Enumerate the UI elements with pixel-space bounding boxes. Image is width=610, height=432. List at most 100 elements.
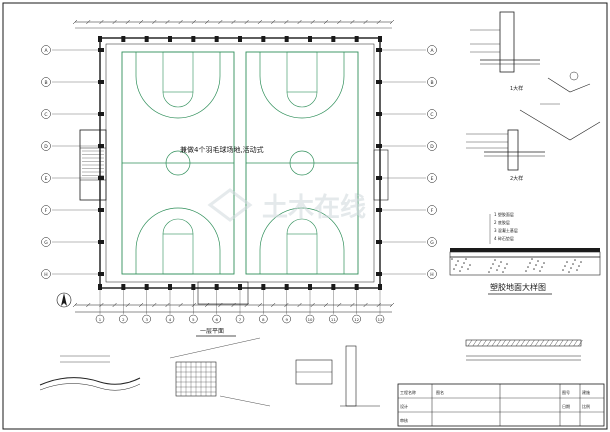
axis-bubble (427, 77, 437, 87)
axis-bubble (212, 314, 221, 324)
axis-label: G (430, 240, 434, 246)
svg-text:工程名称: 工程名称 (400, 389, 416, 395)
axis-bubble (427, 109, 437, 119)
axis-label: 12 (354, 317, 359, 322)
axis-bubble (282, 314, 291, 324)
svg-text:2大样: 2大样 (510, 175, 523, 182)
basketball-court-left (121, 51, 235, 275)
axis-label: F (431, 208, 434, 214)
axis-label: C (430, 112, 433, 118)
watermark: 土木在线 (207, 188, 366, 223)
axis-bubble (41, 45, 51, 55)
axis-label: 1 (99, 317, 102, 322)
top-dimension-ticks (72, 19, 395, 25)
axis-label: 6 (215, 317, 218, 322)
detail-2: 2大样 (466, 129, 545, 182)
axis-bubble (352, 314, 361, 324)
axis-label: 9 (285, 317, 288, 322)
floor-section: 塑胶地面大样图 (449, 248, 601, 295)
axis-label: 11 (331, 317, 336, 322)
axis-label: E (45, 176, 48, 182)
title-block: 工程名称 图名 设计 审核 图号 日期 建施 比例 (397, 383, 605, 427)
axis-bubble (259, 314, 268, 324)
plan-title: 一层平面 (200, 328, 224, 335)
floor-detail-title: 塑胶地面大样图 (490, 282, 546, 292)
svg-text:设计: 设计 (400, 403, 408, 409)
layer-notes: 1 塑胶面层 2 底胶层 3 混凝土基层 4 碎石垫层 (489, 211, 518, 244)
axis-bubble (235, 314, 245, 324)
detail-drain (295, 359, 333, 385)
axis-label: B (44, 80, 47, 86)
axis-label: C (44, 112, 47, 118)
axis-label: 5 (192, 317, 195, 322)
svg-text:日期: 日期 (562, 403, 570, 409)
svg-text:审核: 审核 (400, 417, 408, 423)
axis-label: H (44, 272, 47, 278)
axis-bubble (427, 45, 437, 55)
detail-column (340, 345, 380, 407)
axis-label: A (430, 48, 434, 54)
svg-text:比例: 比例 (582, 403, 590, 409)
axis-bubble (165, 314, 175, 324)
axis-label: E (431, 176, 434, 182)
axis-label: A (44, 48, 48, 54)
axis-label: 7 (239, 317, 242, 322)
entrance (197, 281, 249, 305)
axis-label: F (45, 208, 48, 214)
north-arrow-icon (56, 292, 72, 308)
detail-grid (169, 337, 271, 407)
axis-label: G (44, 240, 48, 246)
axis-bubble (41, 141, 51, 151)
axis-bubble (427, 173, 437, 183)
axis-bubble (189, 314, 198, 324)
detail-roof-edge (519, 103, 601, 141)
axis-bubble (427, 269, 437, 279)
axis-label: 4 (169, 317, 172, 322)
detail-1: 1大样 (470, 11, 591, 93)
axis-bubble (329, 314, 338, 324)
svg-text:图号: 图号 (562, 389, 570, 395)
axis-bubble (41, 269, 51, 279)
axis-label: 10 (308, 317, 313, 322)
axis-bubble (375, 314, 385, 324)
axis-bubble (41, 109, 51, 119)
svg-text:建施: 建施 (582, 389, 590, 395)
axis-bubble (41, 77, 51, 87)
svg-text:图名: 图名 (436, 389, 444, 395)
svg-text:3 混凝土基层: 3 混凝土基层 (494, 227, 518, 233)
section-hatch (467, 339, 583, 347)
axis-label: D (44, 144, 48, 150)
axis-label: 13 (378, 317, 383, 322)
wall-section (465, 339, 583, 361)
axis-bubble (427, 237, 437, 247)
court-note: 兼做4个羽毛球场地,活动式 (180, 145, 264, 154)
axis-label: 3 (145, 317, 148, 322)
svg-text:土木在线: 土木在线 (262, 193, 366, 223)
axis-bubble (142, 314, 151, 324)
axis-bubble (41, 173, 51, 183)
axis-label: 2 (122, 317, 125, 322)
axis-label: B (430, 80, 433, 86)
axis-label: 8 (262, 317, 265, 322)
axis-bubble (41, 205, 51, 215)
axis-bubble (41, 237, 51, 247)
basketball-court-right (245, 51, 359, 275)
axis-bubble (95, 314, 105, 324)
right-axis-bubbles: A B C D E F G H (380, 45, 437, 279)
axis-bubble (305, 314, 315, 324)
svg-text:1大样: 1大样 (510, 85, 523, 92)
axis-label: H (430, 272, 433, 278)
svg-text:4 碎石垫层: 4 碎石垫层 (494, 235, 514, 241)
left-axis-bubbles: A B C D E F G H (41, 45, 100, 279)
axis-bubble (427, 141, 437, 151)
axis-label: D (430, 144, 434, 150)
stair-treads (82, 150, 104, 176)
aggregate-hatch (451, 258, 582, 273)
detail-gutter (39, 355, 141, 391)
bottom-dimension-ticks (72, 302, 395, 308)
wall-pilasters (98, 36, 382, 290)
